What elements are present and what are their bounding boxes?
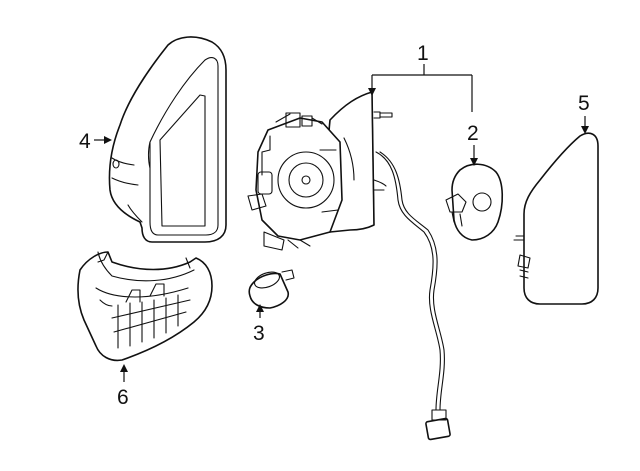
signal-lamp-part-2 bbox=[445, 163, 504, 241]
motor-part-3 bbox=[248, 269, 295, 309]
mirror-housing-part-4 bbox=[108, 36, 227, 243]
callout-4: 4 bbox=[79, 130, 91, 153]
leader-lines bbox=[94, 64, 589, 382]
callout-3: 3 bbox=[253, 322, 265, 345]
callout-6: 6 bbox=[117, 386, 129, 409]
callout-5: 5 bbox=[578, 92, 590, 115]
mirror-glass-part-5 bbox=[513, 132, 599, 305]
callout-2: 2 bbox=[467, 122, 479, 145]
wiring-harness bbox=[375, 151, 451, 441]
glass-actuator-assembly bbox=[247, 91, 393, 251]
callout-1: 1 bbox=[417, 42, 429, 65]
lower-cover-part-6 bbox=[77, 251, 213, 362]
